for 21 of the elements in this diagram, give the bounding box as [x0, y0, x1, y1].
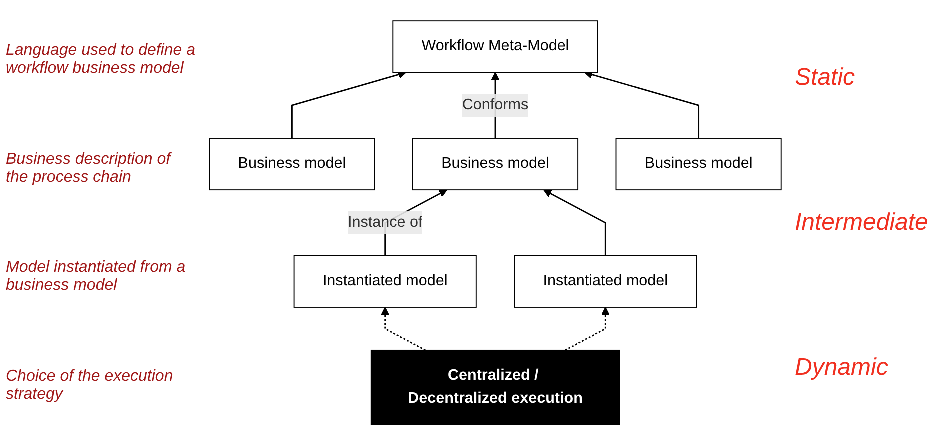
arrow [565, 307, 610, 352]
edge-label: Instance of [348, 214, 423, 231]
node-box: Instantiated model [294, 255, 477, 308]
arrow [381, 307, 426, 352]
node-box: Centralized / Decentralized execution [370, 350, 620, 426]
arrow [543, 190, 606, 256]
node-box: Business model [209, 138, 376, 191]
node-box: Business model [616, 138, 782, 191]
level-description: Language used to define a workflow business model [6, 42, 196, 78]
node-box: Business model [412, 138, 579, 191]
edge-label: Conforms [462, 96, 529, 114]
node-box: Workflow Meta-Model [392, 20, 598, 74]
layer-label: Dynamic [795, 354, 890, 382]
level-description: Choice of the execution strategy [6, 368, 174, 404]
arrow [584, 70, 700, 138]
layer-label: Intermediate [795, 208, 930, 237]
layer-label: Static [795, 64, 856, 92]
level-description: Business description of the process chain [6, 150, 173, 187]
node-box: Instantiated model [514, 255, 698, 308]
level-description: Model instantiated from a business model [6, 259, 187, 296]
arrow [291, 70, 407, 138]
